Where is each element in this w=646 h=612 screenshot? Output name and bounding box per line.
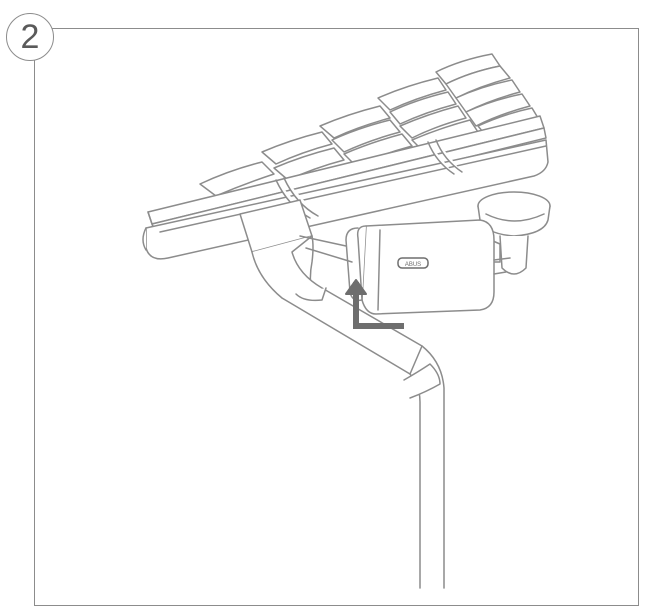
arrow-up-icon: [345, 279, 404, 329]
bullet-camera: [345, 219, 511, 315]
camera-brand-label: ABUS: [405, 262, 421, 268]
downpipe: [239, 199, 445, 589]
camera-cable: [299, 235, 353, 263]
roof-tiles: [199, 53, 539, 197]
step-number: 2: [20, 18, 40, 56]
step-number-badge: 2: [6, 13, 54, 61]
camera-mount-bracket: [477, 191, 551, 275]
